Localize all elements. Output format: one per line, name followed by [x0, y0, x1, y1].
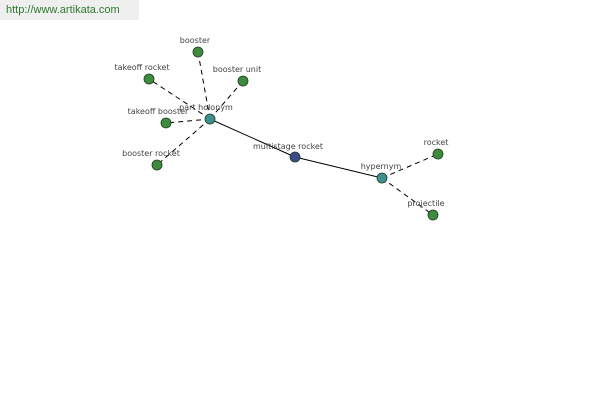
center-node[interactable]: [289, 151, 301, 163]
leaf-label-l5: booster rocket: [122, 149, 180, 158]
leaf-node-l6[interactable]: [432, 148, 444, 160]
edge-r1-l1: [197, 51, 211, 120]
edge-r1-l3: [209, 80, 244, 120]
leaf-label-l6: rocket: [424, 138, 449, 147]
relation-node-r2[interactable]: [376, 172, 388, 184]
edge-r2-l7: [381, 177, 434, 216]
edge-r1-l2: [148, 78, 211, 120]
site-link[interactable]: http://www.artikata.com: [6, 4, 120, 16]
relation-node-r1[interactable]: [204, 113, 216, 125]
edge-center-r2: [294, 156, 383, 179]
relation-label-r1: part holonym: [179, 103, 233, 112]
leaf-node-l5[interactable]: [151, 159, 163, 171]
edge-r1-l5: [156, 118, 211, 166]
edge-r2-l6: [381, 153, 439, 179]
leaf-node-l7[interactable]: [427, 209, 439, 221]
leaf-node-l4[interactable]: [160, 117, 172, 129]
edge-center-r1: [209, 118, 296, 158]
leaf-label-l4: takeoff booster: [128, 107, 189, 116]
header-bar: http://www.artikata.com: [0, 0, 139, 20]
leaf-node-l3[interactable]: [237, 75, 249, 87]
leaf-label-l7: projectile: [407, 199, 444, 208]
leaf-label-l1: booster: [180, 36, 211, 45]
center-label: multistage rocket: [253, 142, 323, 151]
edge-r1-l4: [165, 118, 211, 124]
leaf-node-l1[interactable]: [192, 46, 204, 58]
leaf-node-l2[interactable]: [143, 73, 155, 85]
leaf-label-l3: booster unit: [213, 65, 261, 74]
relation-label-r2: hypernym: [361, 162, 402, 171]
leaf-label-l2: takeoff rocket: [114, 63, 169, 72]
